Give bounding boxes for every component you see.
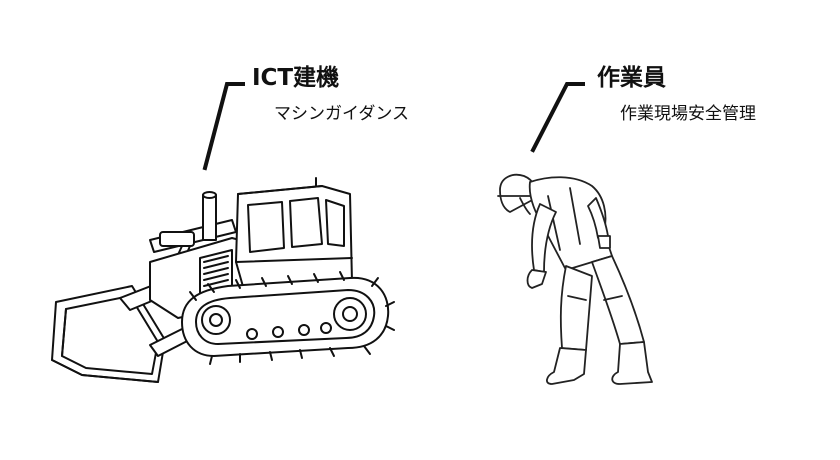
worker-legs [559,255,645,351]
worker-title: 作業員 [597,65,666,91]
bulldozer-track [181,271,395,365]
worker-subtitle: 作業現場安全管理 [620,104,756,124]
worker-arms [526,197,611,289]
bulldozer-cab [235,177,353,291]
worker-helmet [497,173,538,215]
machine-subtitle: マシンガイダンス [274,104,409,124]
worker-boots [546,341,653,385]
worker-leader-line [530,82,585,153]
bulldozer-illustration [51,177,395,383]
worker-illustration [497,173,653,385]
machine-title: ICT建機 [252,65,340,91]
machine-leader-line [202,82,245,171]
worker-torso [528,176,613,271]
bulldozer-exhaust [202,191,217,241]
bulldozer-blade [51,285,166,383]
